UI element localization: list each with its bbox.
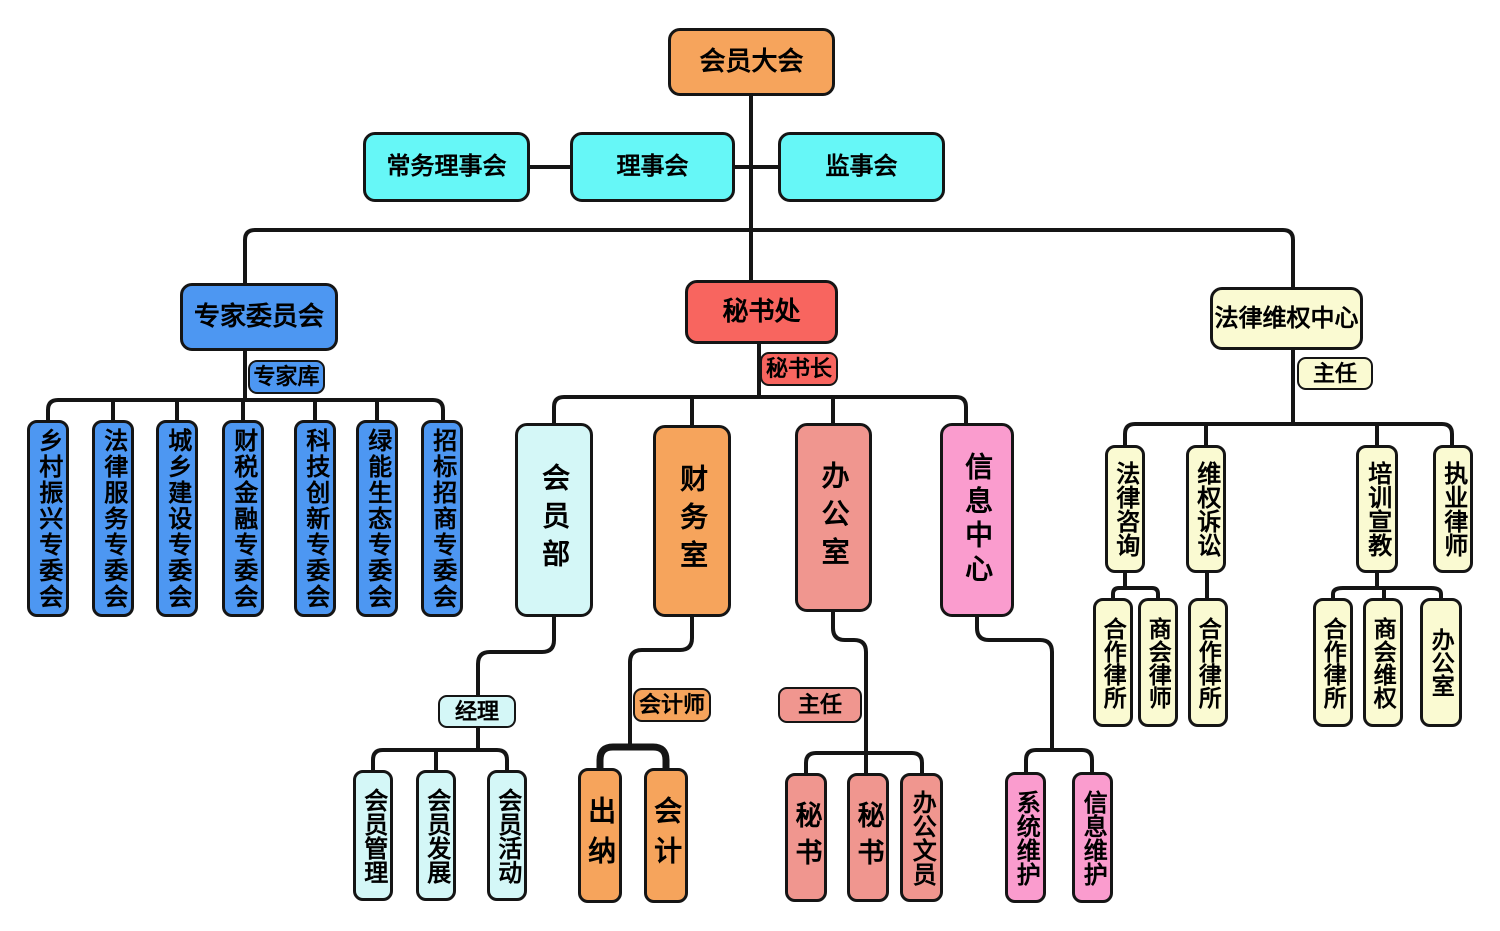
- node-expert-committee: 专家委员会: [180, 283, 338, 351]
- node-committee-finance-tax: 财税金融专委会: [222, 420, 264, 617]
- node-supervisory-board: 监事会: [778, 132, 945, 202]
- node-member-management: 会员管理: [353, 770, 393, 901]
- node-finance-office: 财务室: [653, 425, 731, 617]
- tag-admin-director: 主任: [778, 687, 862, 723]
- top-level-connectors: [243, 96, 1295, 287]
- node-legal-consulting: 法律咨询: [1105, 445, 1145, 573]
- node-member-development: 会员发展: [416, 770, 456, 901]
- node-committee-urban: 城乡建设专委会: [156, 420, 198, 617]
- info-branch-connectors: [975, 617, 1094, 772]
- node-committee-rural: 乡村振兴专委会: [27, 420, 69, 617]
- node-secretary-1: 秘书: [785, 773, 827, 902]
- node-coop-law-firm-2: 合作律所: [1188, 598, 1228, 727]
- node-office-branch: 办公室: [1420, 598, 1462, 727]
- expert-branch-connectors: [46, 351, 445, 420]
- node-committee-bidding: 招标招商专委会: [421, 420, 463, 617]
- node-standing-council: 常务理事会: [363, 132, 530, 202]
- node-member-activities: 会员活动: [487, 770, 527, 901]
- node-committee-tech: 科技创新专委会: [294, 420, 336, 617]
- node-chamber-rights: 商会维权: [1363, 598, 1403, 727]
- node-membership-dept: 会员部: [515, 423, 593, 617]
- membership-branch-connectors: [371, 617, 556, 770]
- tag-expert-pool: 专家库: [248, 360, 325, 394]
- node-office-clerk: 办公文员: [900, 773, 943, 902]
- tag-accountant: 会计师: [633, 688, 711, 722]
- node-rights-litigation: 维权诉讼: [1186, 445, 1226, 573]
- admin-branch-connectors: [804, 612, 924, 773]
- node-legal-rights-center: 法律维权中心: [1210, 287, 1363, 350]
- node-committee-green: 绿能生态专委会: [356, 420, 398, 617]
- node-cashier: 出纳: [578, 768, 622, 903]
- node-coop-law-firm-3: 合作律所: [1313, 598, 1353, 727]
- node-coop-law-firm-1: 合作律所: [1093, 598, 1133, 727]
- tag-secretary-general: 秘书长: [760, 352, 838, 386]
- node-practicing-lawyer: 执业律师: [1433, 445, 1473, 573]
- node-system-maintenance: 系统维护: [1005, 772, 1046, 903]
- node-info-center: 信息中心: [940, 423, 1014, 617]
- node-committee-legal-service: 法律服务专委会: [92, 420, 134, 617]
- finance-branch-connectors: [596, 617, 694, 770]
- node-info-maintenance: 信息维护: [1072, 772, 1113, 903]
- secretariat-branch-connectors: [552, 344, 968, 425]
- node-secretariat: 秘书处: [685, 280, 838, 344]
- node-secretary-2: 秘书: [847, 773, 889, 902]
- tag-manager: 经理: [438, 695, 516, 728]
- node-admin-office: 办公室: [795, 423, 872, 612]
- legal-branch-connectors: [1111, 350, 1454, 598]
- node-member-assembly: 会员大会: [668, 28, 835, 96]
- node-bookkeeper: 会计: [644, 768, 688, 903]
- node-council: 理事会: [570, 132, 735, 202]
- node-chamber-lawyer: 商会律师: [1138, 598, 1178, 727]
- node-training-education: 培训宣教: [1356, 445, 1398, 573]
- tag-legal-director: 主任: [1297, 357, 1373, 390]
